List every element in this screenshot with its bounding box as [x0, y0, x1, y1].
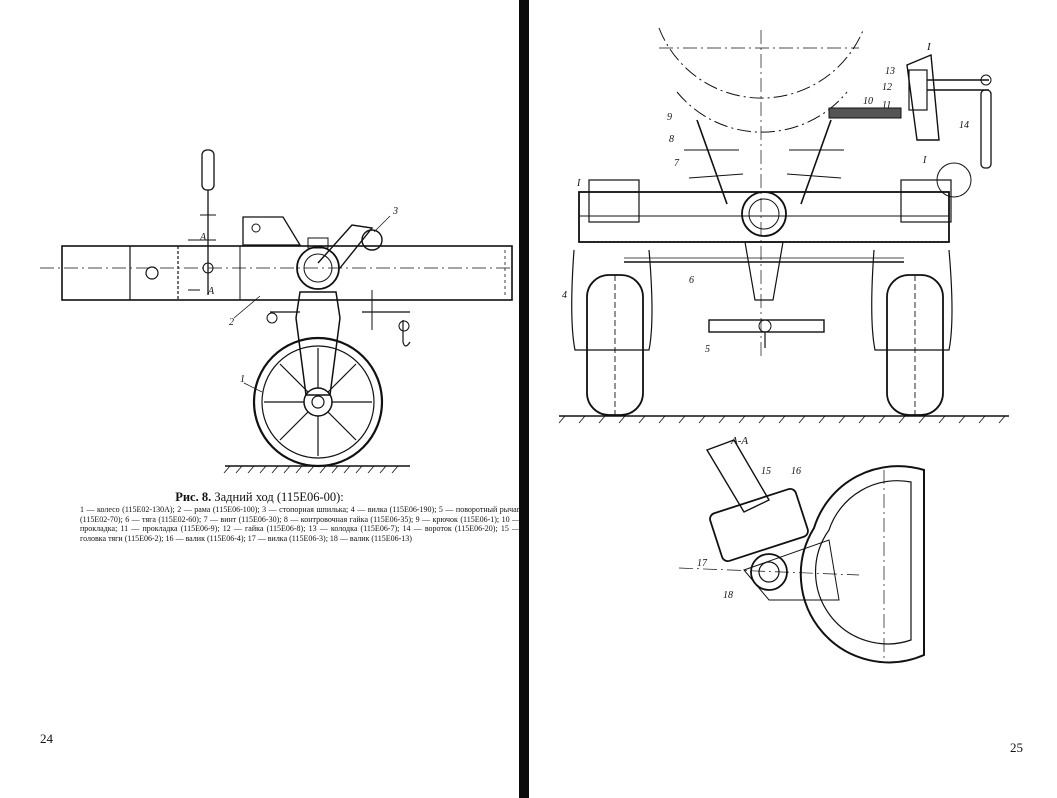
- left-page: A A 3 2 1 Рис. 8. Задний ход (115Е06-00)…: [0, 0, 520, 798]
- callout-A-upper: A: [199, 232, 207, 243]
- book-spine: [519, 0, 529, 798]
- figure-caption-title: Рис. 8. Задний ход (115Е06-00):: [0, 490, 519, 505]
- callout-14: 14: [959, 120, 969, 131]
- figure-number: Рис. 8.: [175, 490, 212, 504]
- section-label-A-A: А-А: [730, 435, 748, 447]
- page-number-right: 25: [1010, 740, 1023, 755]
- page-number-left: 24: [40, 731, 53, 746]
- callout-2: 2: [229, 317, 234, 328]
- callout-4: 4: [562, 290, 567, 301]
- rear-axle-front-view-drawing: А-А 9 8 7 6 5 4 13 12 11 10 14 I I I 15 …: [558, 27, 1009, 664]
- callout-A-lower: A: [207, 286, 215, 297]
- callout-5: 5: [705, 344, 710, 355]
- callout-12: 12: [882, 82, 892, 93]
- right-page: А-А 9 8 7 6 5 4 13 12 11 10 14 I I I 15 …: [529, 0, 1057, 798]
- callout-18: 18: [723, 590, 733, 601]
- callout-1: 1: [240, 374, 245, 385]
- callout-6: 6: [689, 275, 694, 286]
- callout-8: 8: [669, 134, 674, 145]
- figure-legend: 1 — колесо (115Е02-130А); 2 — рама (115Е…: [80, 505, 520, 543]
- callout-15: 15: [761, 466, 771, 477]
- figure-title: Задний ход (115Е06-00):: [214, 490, 344, 504]
- rear-axle-side-view-drawing: A A 3 2 1: [40, 149, 513, 474]
- callout-3: 3: [392, 206, 398, 217]
- callout-9: 9: [667, 112, 672, 123]
- callout-I-left: I: [576, 178, 581, 189]
- callout-7: 7: [674, 158, 680, 169]
- detail-I-label: I: [926, 41, 932, 53]
- callout-I-frame: I: [922, 155, 927, 166]
- callout-16: 16: [791, 466, 801, 477]
- callout-17: 17: [697, 558, 708, 569]
- callout-10: 10: [863, 96, 873, 107]
- callout-11: 11: [882, 100, 891, 111]
- callout-13: 13: [885, 66, 895, 77]
